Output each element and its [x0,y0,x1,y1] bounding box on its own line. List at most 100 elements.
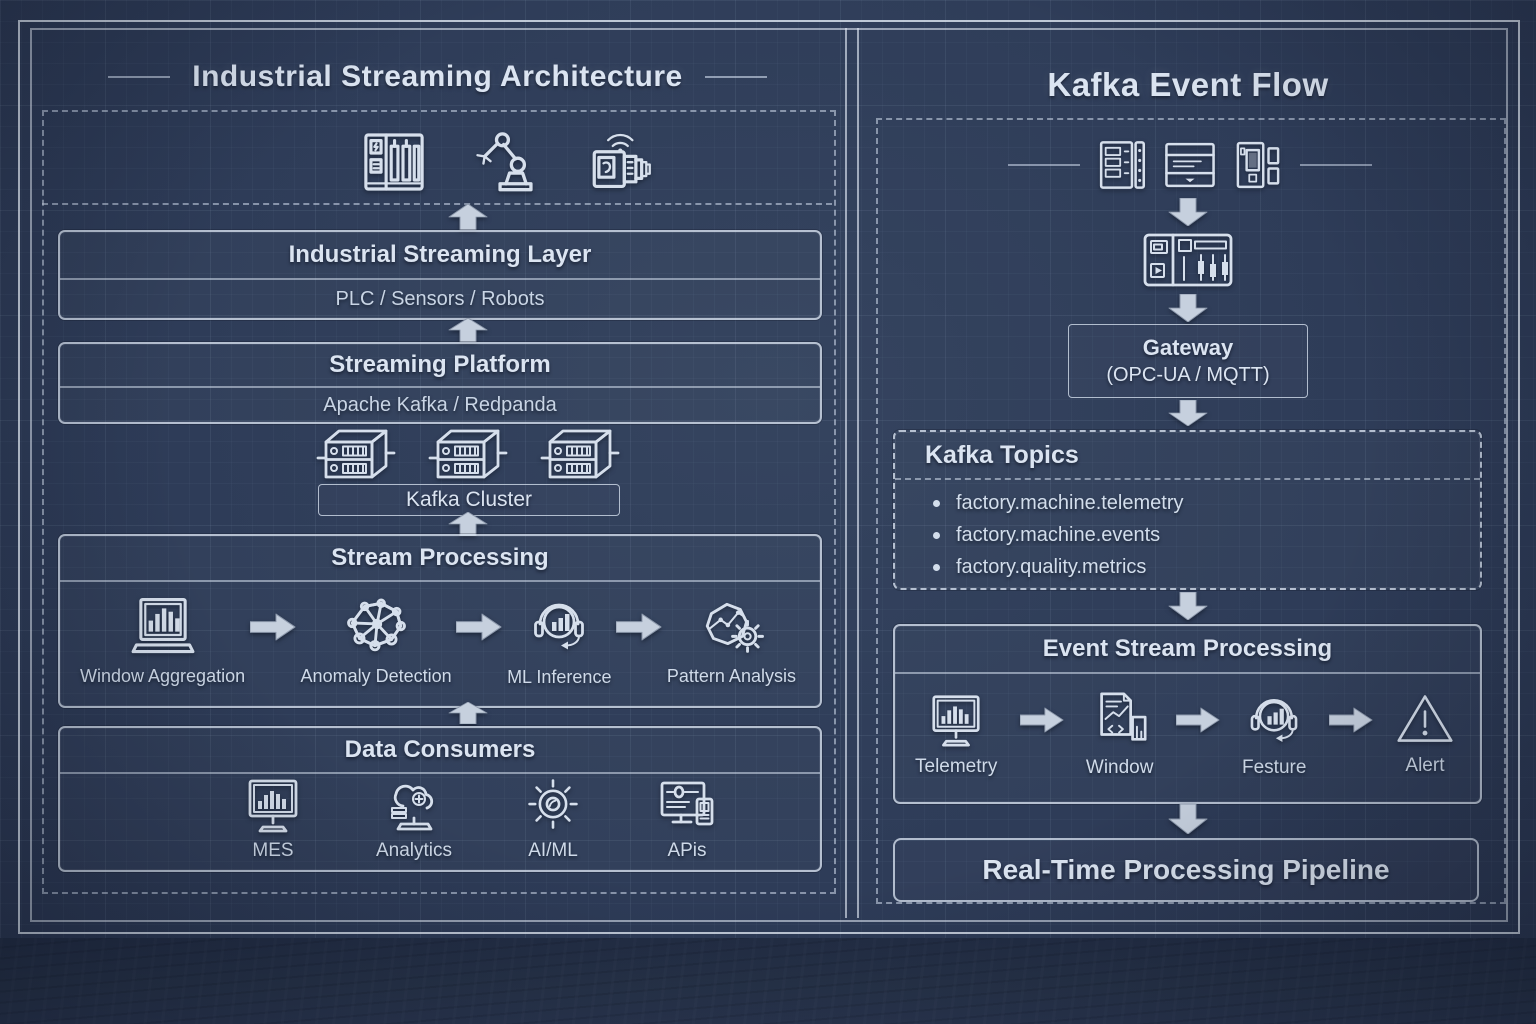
step-telemetry: Telemetry [915,690,997,778]
arrow-right-icon [249,613,296,641]
industrial-streaming-layer-box: Industrial Streaming Layer PLC / Sensors… [58,230,822,320]
step-label: ML Inference [507,666,612,687]
topic-item: factory.machine.events [933,524,1480,547]
gateway-box: Gateway (OPC-UA / MQTT) [1068,324,1308,398]
event-stream-processing-box: Event Stream Processing [893,624,1482,804]
panel-divider-line-1 [845,28,847,918]
monitor-api-icon [654,774,720,834]
arrow-right-icon [456,613,502,641]
right-panel-title-text: Kafka Event Flow [1047,66,1329,103]
decorative-rule-right [1300,164,1372,166]
step-label: Window [1085,757,1154,778]
step-pattern-analysis: Pattern Analysis [667,594,796,687]
kafka-cluster-label: Kafka Cluster [405,488,533,511]
monitor-chart-icon [924,690,988,748]
step-label: Window Aggregation [80,665,246,686]
arrow-right-icon [1019,707,1064,733]
data-consumers-title: Data Consumers [60,728,820,774]
arrow-right-icon [1175,707,1220,733]
kafka-topics-title: Kafka Topics [895,432,1480,480]
step-label: Pattern Analysis [666,665,796,686]
consumer-aiml: AI/ML [522,774,584,862]
left-panel-title-text: Industrial Streaming Architecture [192,60,683,93]
bullet-dot [933,564,940,571]
consumer-label: Analytics [375,840,453,861]
streaming-platform-title: Streaming Platform [60,344,820,388]
arrow-up-icon [446,702,490,724]
realtime-pipeline-box: Real-Time Processing Pipeline [893,838,1479,902]
control-panel-icon [1140,228,1236,292]
event-source-icons [1092,134,1288,196]
step-window-aggregation: Window Aggregation [80,594,245,687]
panel-divider-line-2 [857,28,859,918]
stream-processing-box: Stream Processing [58,534,822,708]
device-row-divider [42,203,832,205]
streaming-platform-subtitle: Apache Kafka / Redpanda [323,393,557,416]
arrow-down-icon [1166,804,1210,834]
plc-cabinet-icon [351,126,437,198]
gear-icon [522,774,584,834]
bullet-dot [933,532,940,539]
bullet-dot [933,500,940,507]
step-alert: Alert [1395,691,1455,777]
kafka-topics-list: factory.machine.telemetry factory.machin… [895,480,1480,579]
network-graph-icon [340,594,412,656]
step-label: Alert [1405,755,1445,776]
arrow-right-icon [616,613,662,641]
arrow-up-icon [446,204,490,230]
consumer-mes: MES [240,774,306,862]
cloud-analytics-icon [381,774,447,834]
topic-name: factory.machine.telemetry [956,492,1184,514]
gateway-title: Gateway [1142,335,1234,360]
kafka-broker-cluster [300,424,636,486]
event-stream-processing-steps: Telemetry Window Festure Alert [915,678,1455,790]
decorative-rule-left [1008,164,1080,166]
laptop-chart-icon [124,594,202,656]
topic-name: factory.quality.metrics [956,556,1147,578]
stream-processing-steps: Window Aggregation Anomaly Detection ML … [80,586,796,694]
server-3d-icon [415,425,521,485]
data-consumers-box: Data Consumers [58,726,822,872]
step-label: Telemetry [915,756,998,777]
right-panel-title: Kafka Event Flow [868,66,1508,104]
stream-processing-title: Stream Processing [60,536,820,582]
title-rule-right [704,76,767,78]
industrial-streaming-layer-subtitle: PLC / Sensors / Robots [335,287,545,310]
arrow-up-icon [446,318,490,342]
monitor-chart-icon [240,774,306,834]
iiot-camera-icon [575,124,669,198]
arrow-down-icon [1166,294,1210,322]
consumer-label: MES [252,840,294,861]
step-label: Festure [1242,757,1307,778]
arrow-down-icon [1166,198,1210,226]
streaming-platform-box: Streaming Platform Apache Kafka / Redpan… [58,342,822,424]
step-festure: Festure [1242,689,1306,779]
headset-chart-icon [1243,689,1305,749]
chalkboard-ledge [0,938,1536,1024]
title-rule-left [108,76,171,78]
doc-chart-icon [1089,689,1151,749]
consumer-apis: APis [654,774,720,862]
headset-chart-icon [525,593,593,657]
consumer-label: AI/ML [528,840,578,861]
kafka-topics-box: Kafka Topics factory.machine.telemetry f… [893,430,1482,590]
step-label: Anomaly Detection [300,665,452,686]
step-anomaly-detection: Anomaly Detection [301,594,452,687]
arrow-down-icon [1166,400,1210,426]
topic-name: factory.machine.events [956,524,1161,546]
gateway-subtitle: (OPC-UA / MQTT) [1106,364,1270,386]
machine-server-icon [1159,136,1221,194]
arrow-down-icon [1166,592,1210,620]
event-stream-processing-title: Event Stream Processing [895,626,1480,674]
factory-device-icons [330,122,690,198]
step-ml-inference: ML Inference [507,593,611,688]
machine-display-icon [1229,137,1287,193]
server-3d-icon [527,425,633,485]
arrow-right-icon [1328,707,1373,733]
server-3d-icon [303,425,409,485]
topic-item: factory.machine.telemetry [933,492,1480,515]
realtime-pipeline-label: Real-Time Processing Pipeline [982,854,1390,885]
alert-triangle-icon [1395,691,1455,747]
data-consumer-items: MES Analytics AI/ML APis [240,774,720,862]
